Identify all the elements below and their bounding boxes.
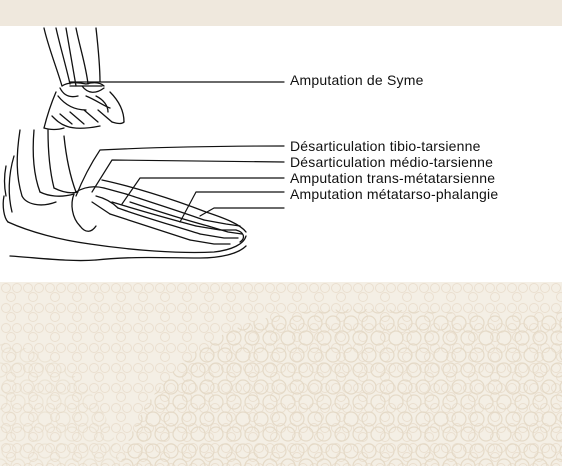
label-metatarso-phalangienne: Amputation métatarso-phalangie (290, 186, 498, 202)
side-foot-figure (3, 130, 246, 261)
label-tibio-tarsienne: Désarticulation tibio-tarsienne (290, 138, 481, 154)
top-texture-strip (0, 0, 562, 26)
front-leg-figure (44, 28, 124, 130)
label-trans-metatarsienne: Amputation trans-métatarsienne (290, 170, 495, 186)
background-texture (0, 282, 562, 466)
label-medio-tarsienne: Désarticulation médio-tarsienne (290, 154, 493, 170)
label-syme: Amputation de Syme (290, 72, 424, 88)
bubble-pattern (0, 282, 562, 466)
diagram-panel: Amputation de Syme Désarticulation tibio… (0, 26, 562, 282)
